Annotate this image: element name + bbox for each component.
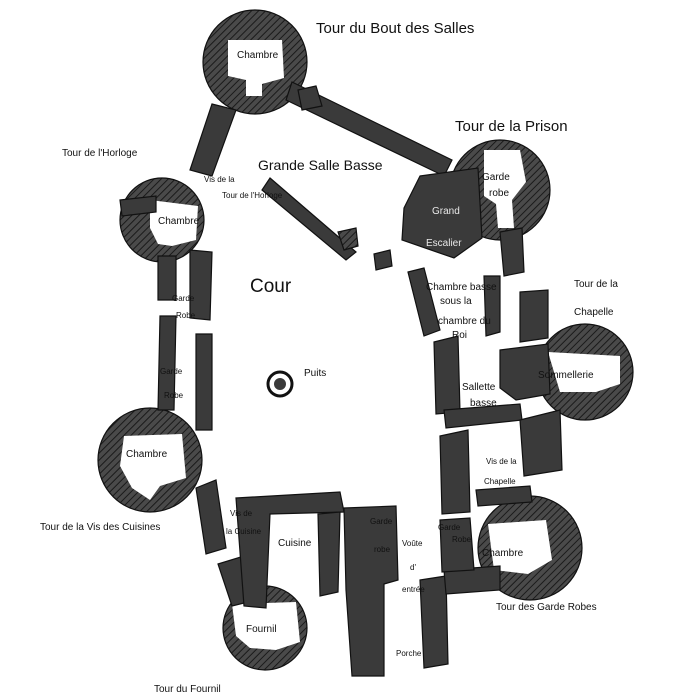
- label-garde-robe-r-1: Garde: [438, 523, 461, 532]
- label-tour-chapelle-2: Chapelle: [574, 307, 614, 318]
- label-chambre-basse-1: Chambre basse: [426, 282, 497, 293]
- label-tour-chapelle-1: Tour de la: [574, 279, 618, 290]
- label-cour: Cour: [250, 276, 292, 297]
- label-garde-robe-left2-2: Robe: [164, 391, 184, 400]
- label-chambre-horloge: Chambre: [158, 216, 200, 227]
- tower-chapelle: [536, 323, 634, 421]
- label-garde-robe-r-2: Robe: [452, 535, 472, 544]
- label-grand-escalier-1: Grand: [432, 206, 460, 217]
- label-garde-robe-top-1: Garde: [482, 172, 510, 183]
- label-chambre-left: Chambre: [126, 449, 168, 460]
- label-garde-robe-mid-2: robe: [374, 545, 391, 554]
- tower-fournil: [222, 585, 308, 671]
- label-chambre-basse-4: Roi: [452, 330, 467, 341]
- label-voute-1: Voûte: [402, 539, 423, 548]
- label-porche: Porche: [396, 649, 422, 658]
- tower-vis-des-cuisines: [97, 407, 203, 513]
- label-voute-2: d': [410, 563, 416, 572]
- label-puits: Puits: [304, 368, 326, 379]
- label-vis-chapelle-2: Chapelle: [484, 477, 516, 486]
- label-garde-robe-mid-1: Garde: [370, 517, 393, 526]
- curtain-walls: [119, 81, 563, 677]
- label-vis-de-la: Vis de la: [204, 175, 235, 184]
- label-garde-robe-left1-1: Garde: [172, 294, 195, 303]
- well: [266, 370, 294, 398]
- label-tour-vis-des-cuisines: Tour de la Vis des Cuisines: [40, 522, 160, 533]
- label-tour-garde-robes: Tour des Garde Robes: [496, 602, 597, 613]
- label-tour-fournil: Tour du Fournil: [154, 684, 221, 695]
- label-chambre-right: Chambre: [482, 548, 524, 559]
- label-garde-robe-left1-2: Robe: [176, 311, 196, 320]
- label-sallette-2: basse: [470, 398, 497, 409]
- label-tour-prison: Tour de la Prison: [455, 118, 568, 135]
- label-garde-robe-top-2: robe: [489, 188, 509, 199]
- label-chambre-top: Chambre: [237, 50, 279, 61]
- label-chambre-basse-2: sous la: [440, 296, 472, 307]
- label-chambre-basse-3: chambre du: [438, 316, 491, 327]
- label-vis-cuisine-2: la Cuisine: [226, 527, 262, 536]
- label-grande-salle-basse: Grande Salle Basse: [258, 157, 383, 173]
- label-tour-horloge-small: Tour de l'Horloge: [222, 191, 283, 200]
- label-voute-3: entrée: [402, 585, 425, 594]
- label-vis-chapelle-1: Vis de la: [486, 457, 517, 466]
- label-garde-robe-left2-1: Garde: [160, 367, 183, 376]
- label-tour-horloge: Tour de l'Horloge: [62, 148, 138, 159]
- label-fournil: Fournil: [246, 624, 277, 635]
- label-vis-cuisine-1: Vis de: [230, 509, 253, 518]
- label-sallette-1: Sallette: [462, 382, 496, 393]
- label-sommellerie: Sommellerie: [538, 370, 594, 381]
- label-grand-escalier-2: Escalier: [426, 238, 462, 249]
- label-cuisine: Cuisine: [278, 538, 312, 549]
- tower-bout-des-salles: [202, 9, 308, 115]
- label-tour-bout-des-salles: Tour du Bout des Salles: [316, 20, 474, 37]
